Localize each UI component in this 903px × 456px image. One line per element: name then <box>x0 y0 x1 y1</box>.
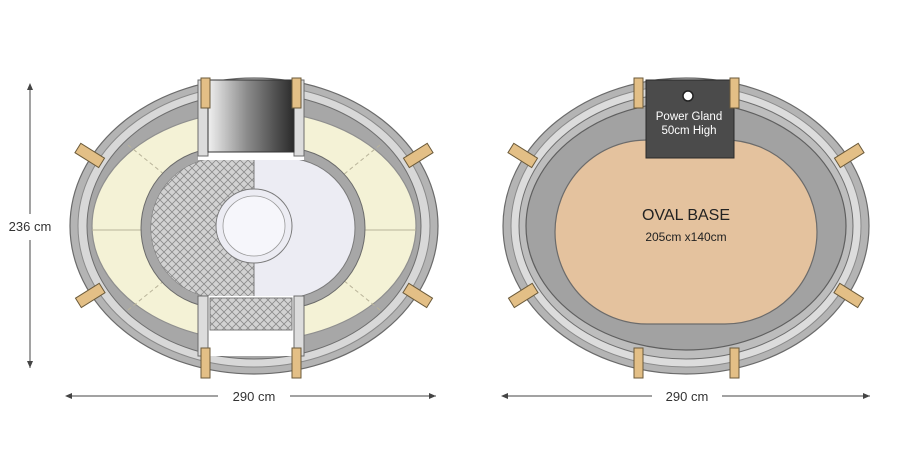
seat-dividers <box>92 144 416 311</box>
pillar-top-right <box>291 77 302 109</box>
pillar-bottom-left <box>200 347 211 379</box>
drain-circle-inner <box>222 195 286 257</box>
pillar-right-lower <box>402 282 434 309</box>
step-wall-right <box>293 295 305 357</box>
width-label-right: 290 cm <box>666 389 709 404</box>
width-label-left: 290 cm <box>233 389 276 404</box>
right-base-view: OVAL BASE 205cm x140cm Power Gland 50cm … <box>502 77 870 379</box>
power-gland-port-icon <box>682 90 694 102</box>
left-plan-view <box>69 77 439 379</box>
entry-step-grate <box>209 297 293 331</box>
pillar-top-left-right <box>633 77 644 109</box>
pillar-bottom-right <box>291 347 302 379</box>
pillar-right-lower-right <box>833 282 865 309</box>
pillar-left-upper <box>74 142 106 169</box>
pillar-right-upper-right <box>833 142 865 169</box>
pillar-left-lower-right <box>507 282 539 309</box>
power-gland-label: Power Gland <box>656 111 722 123</box>
pillar-bottom-left-right <box>633 347 644 379</box>
pillar-top-right-right <box>729 77 740 109</box>
left-height-dimension: 236 cm <box>9 83 52 368</box>
step-wall-left <box>197 295 209 357</box>
pillar-bottom-right-right <box>729 347 740 379</box>
power-gland-height: 50cm High <box>662 125 717 137</box>
height-label: 236 cm <box>9 219 52 234</box>
support-pillars-right <box>507 77 865 379</box>
right-width-dimension: 290 cm <box>501 389 870 404</box>
pillar-left-upper-right <box>507 142 539 169</box>
oval-base-title: OVAL BASE <box>642 207 730 224</box>
oval-base-size: 205cm x140cm <box>645 230 726 244</box>
equipment-panel <box>207 79 295 153</box>
pillar-top-left <box>200 77 211 109</box>
pillar-left-lower <box>74 282 106 309</box>
support-pillars <box>74 77 434 379</box>
pillar-right-upper <box>402 142 434 169</box>
left-width-dimension: 290 cm <box>65 389 436 404</box>
